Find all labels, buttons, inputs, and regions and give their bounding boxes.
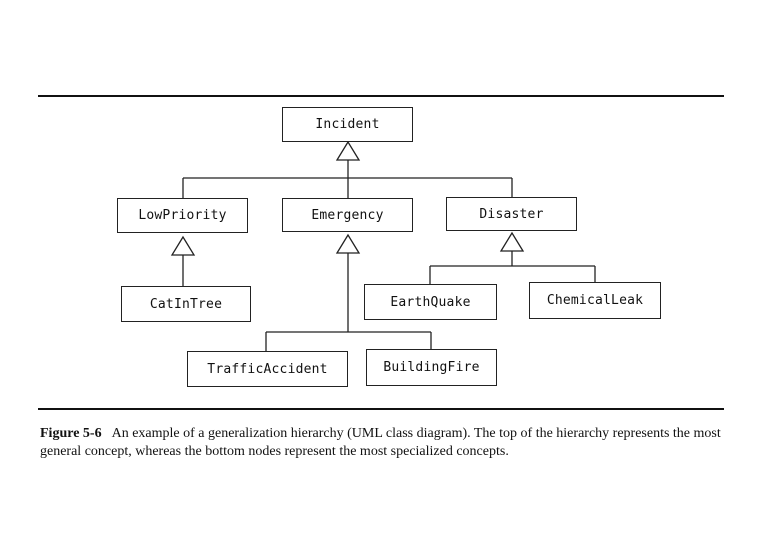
class-catintree: CatInTree <box>121 286 251 322</box>
class-name: Incident <box>315 117 380 132</box>
class-buildingfire: BuildingFire <box>366 349 497 386</box>
class-trafficaccident: TrafficAccident <box>187 351 348 387</box>
class-lowpriority: LowPriority <box>117 198 248 233</box>
class-disaster: Disaster <box>446 197 577 231</box>
class-name: Emergency <box>311 207 384 223</box>
class-name: ChemicalLeak <box>546 293 644 308</box>
class-incident: Incident <box>282 107 413 142</box>
inheritance-triangle-lowpriority <box>170 235 196 256</box>
inheritance-triangle-disaster <box>499 231 525 252</box>
inheritance-triangle-incident <box>335 140 361 161</box>
class-name: CatInTree <box>149 296 223 312</box>
figure-label: Figure 5-6 <box>40 426 102 441</box>
class-emergency: Emergency <box>282 198 413 232</box>
bottom-rule <box>38 408 724 410</box>
class-name: LowPriority <box>138 208 227 223</box>
class-name: Disaster <box>479 206 544 222</box>
class-name: BuildingFire <box>383 360 480 375</box>
class-chemicalleak: ChemicalLeak <box>529 282 661 319</box>
caption-text: An example of a generalization hierarchy… <box>40 426 721 459</box>
class-name: TrafficAccident <box>207 361 328 377</box>
top-rule <box>38 95 724 97</box>
class-earthquake: EarthQuake <box>364 284 497 320</box>
class-name: EarthQuake <box>390 294 471 310</box>
inheritance-triangle-emergency <box>335 233 361 254</box>
